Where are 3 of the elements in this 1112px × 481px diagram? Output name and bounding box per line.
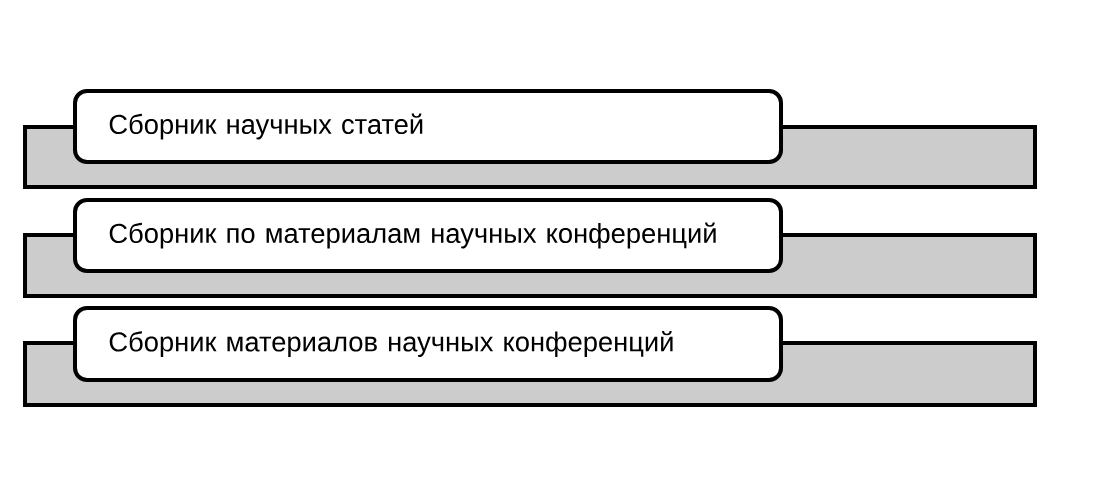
- text-box: Сборник научных статей: [73, 89, 783, 164]
- text-box: Сборник материалов научных конференций: [73, 306, 783, 382]
- text-box: Сборник по материалам научных конференций: [73, 198, 783, 273]
